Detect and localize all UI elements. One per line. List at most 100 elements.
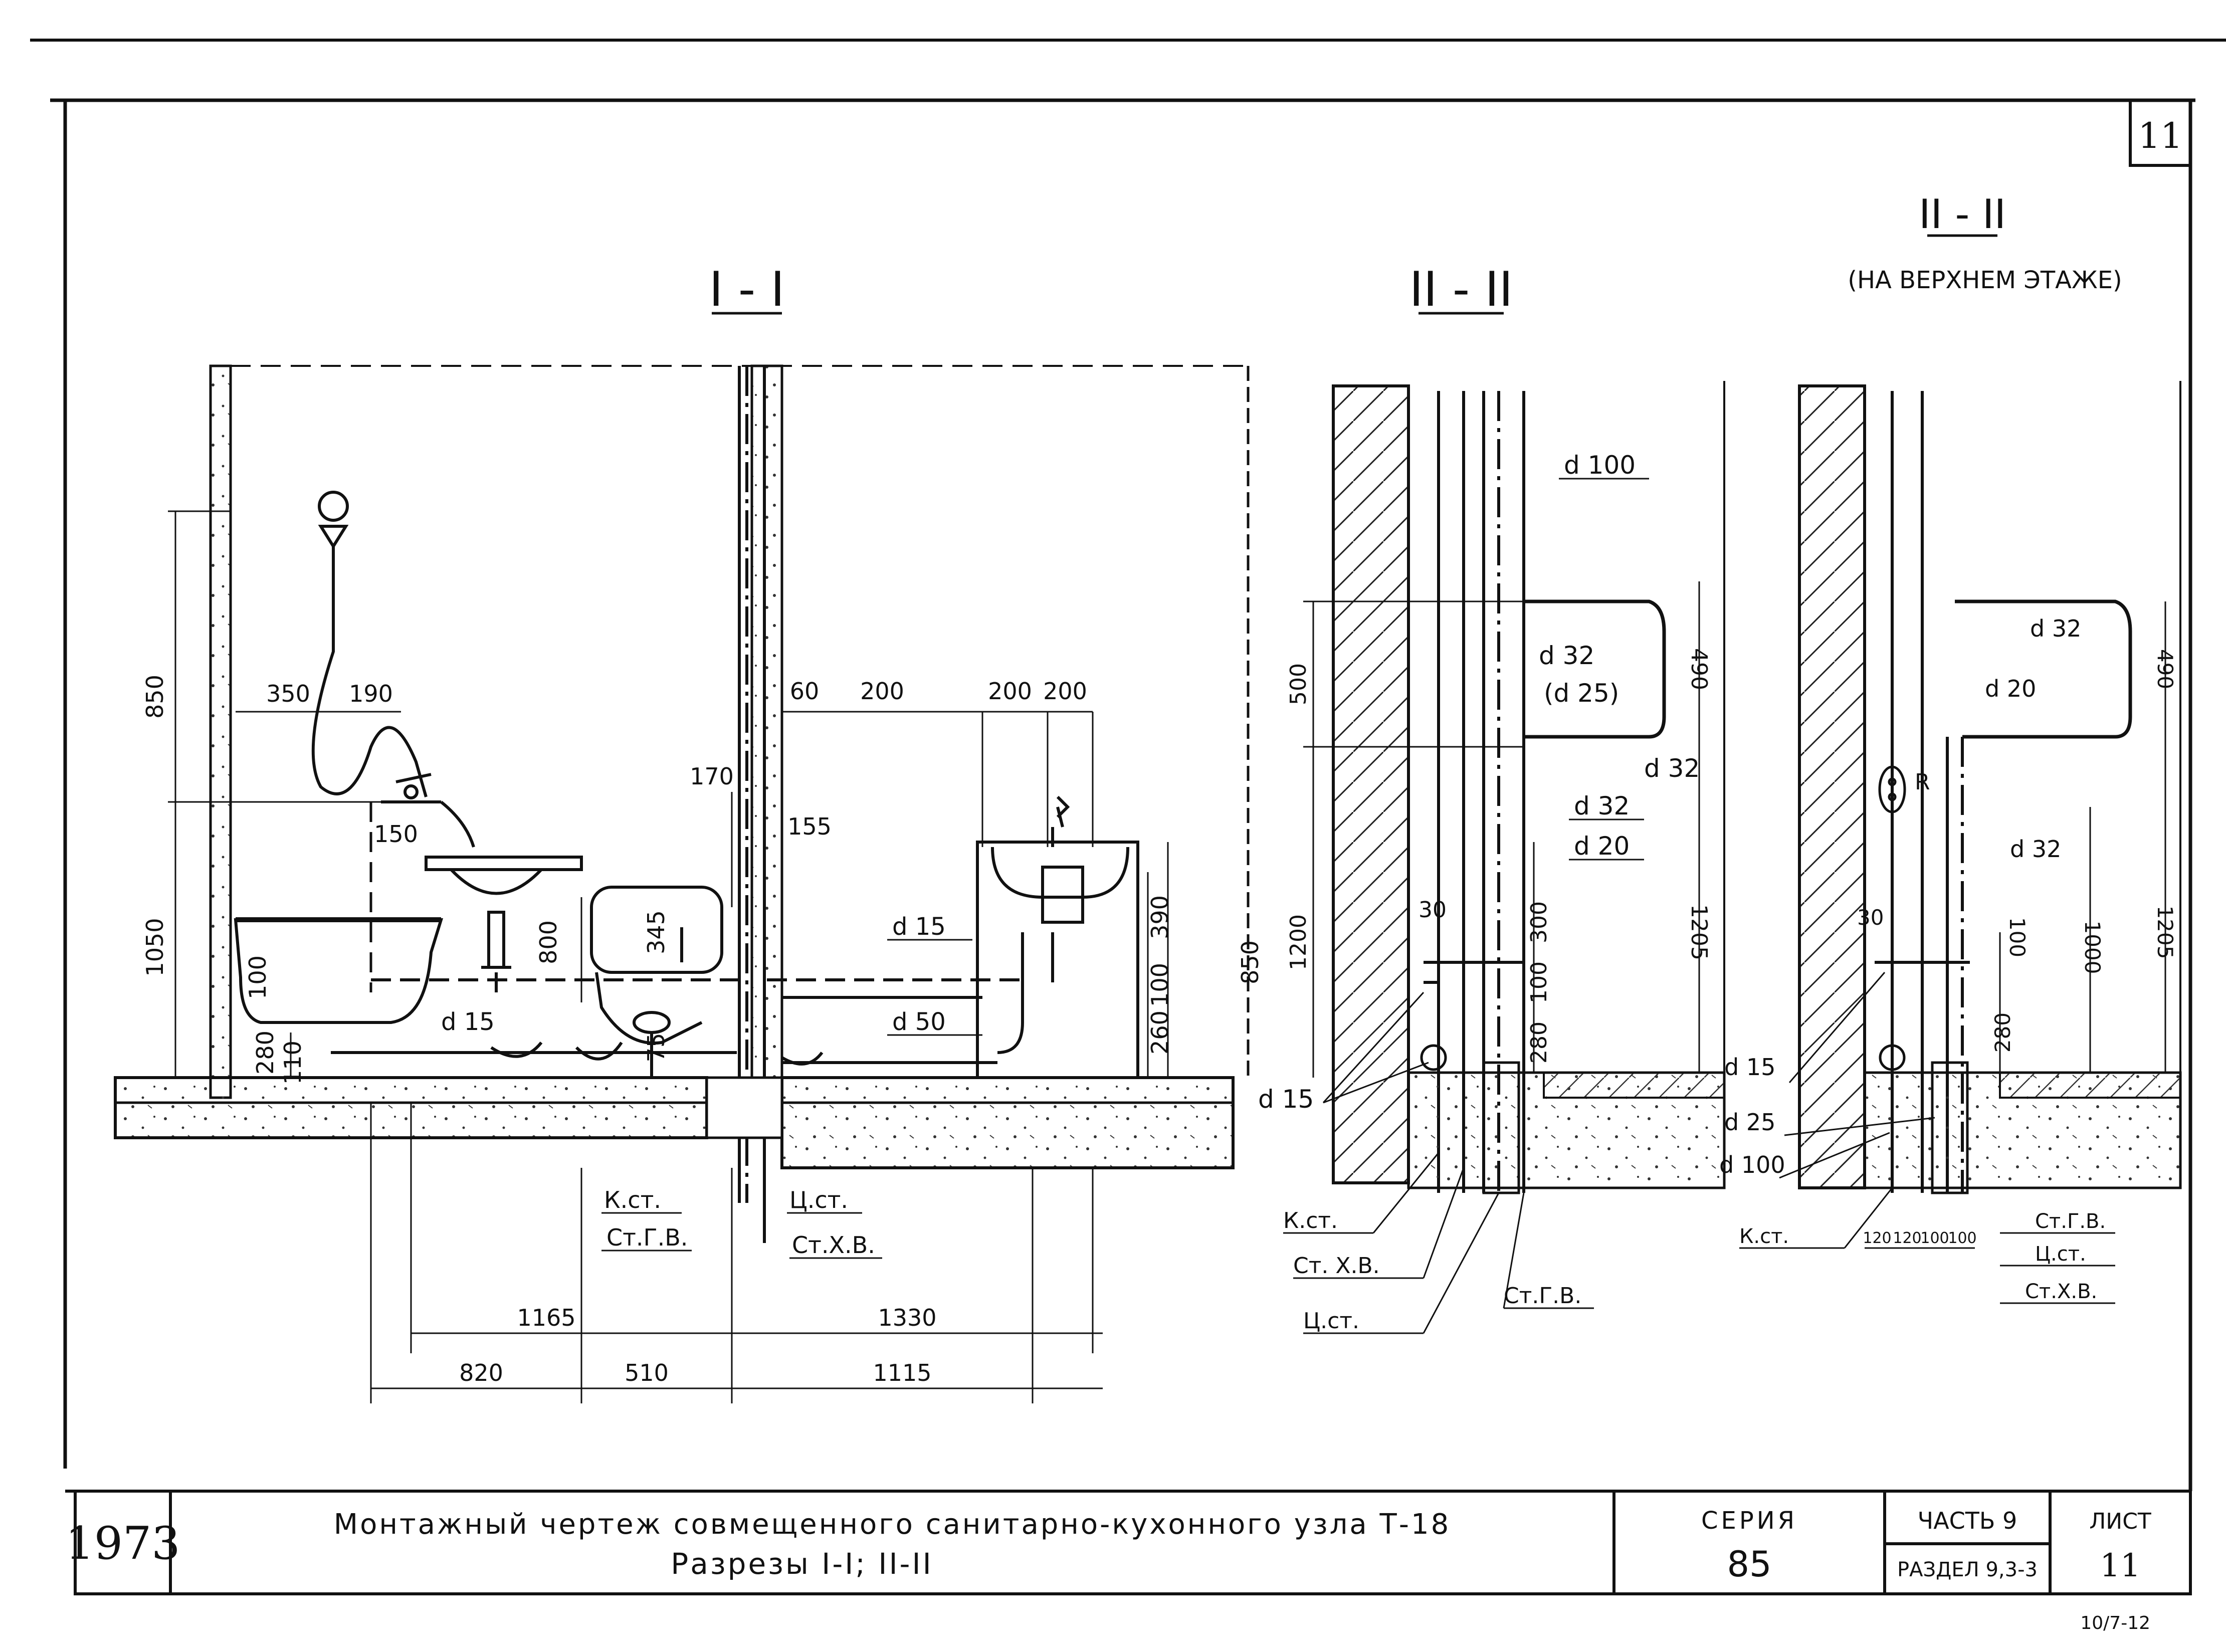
dim2-280: 280 [1526,1021,1552,1064]
riser2-st-gv: Ст.Г.В. [1504,1283,1581,1309]
series-label: СЕРИЯ [1701,1507,1797,1535]
section-2-dimensions: 500 490 1200 1205 300 100 280 30 [1286,648,1712,1064]
dim-850b: 850 [1237,940,1264,984]
section-2-riser-labels: К.ст. Ст. Х.В. Ц.ст. Ст.Г.В. [1283,1152,1594,1334]
dim3-1000: 1000 [2080,921,2105,974]
dim3-100b: 100 [1948,1229,1976,1247]
dim3-490: 490 [2153,649,2177,689]
dim-280: 280 [252,1030,279,1075]
dim-190: 190 [349,680,393,707]
pipe2-d20: d 20 [1574,832,1630,861]
dim2-30: 30 [1419,897,1447,923]
bath-faucet [381,773,475,848]
section-2: II - II 500 490 1200 1205 [1258,262,1726,1334]
series-value: 85 [1727,1544,1771,1585]
riser3-st-xv: Ст.Х.В. [2025,1280,2097,1303]
dim-lines-3 [1865,601,2166,1249]
dim-170: 170 [690,763,734,790]
pipe3-d100: d 100 [1719,1151,1785,1178]
washbasin [425,856,583,992]
left-wall [209,364,232,1099]
section-3: II - II (НА ВЕРХНЕМ ЭТАЖЕ) R [1719,191,2182,1304]
section-1: I - I [114,262,1264,1403]
dim-100b: 100 [1146,963,1173,1007]
dim-100: 100 [244,955,271,999]
riser2-c-st: Ц.ст. [1303,1308,1359,1334]
dim3-1205: 1205 [2153,906,2177,959]
risers-2 [1437,391,1525,1193]
pipe2-d32: d 32 [1539,641,1594,670]
sheet-label: ЛИСТ [2089,1509,2151,1534]
section-label: РАЗДЕЛ 9,3-3 [1897,1558,2038,1581]
dim-260: 260 [1146,1010,1173,1055]
shower-hose [311,566,428,797]
section-1-riser-labels: К.ст. Ст.Г.В. Ц.ст. Ст.Х.В. [601,1186,882,1259]
sheet-value: 11 [2100,1547,2140,1584]
dim-75: 75 [643,1033,670,1063]
dim-1330: 1330 [878,1304,936,1331]
dim2-490: 490 [1686,648,1712,690]
dim-lines-2 [1303,581,1700,1078]
pipe3-d32: d 32 [2030,615,2081,642]
floor-slab-1b [780,1076,1235,1169]
dim-1115: 1115 [873,1359,931,1386]
pipe2-d32c: d 32 [1574,791,1630,820]
pipe3-d15: d 15 [1724,1054,1775,1081]
dim-1050: 1050 [141,918,168,976]
section-1-dimensions: 850 350 190 1050 150 100 280 110 800 345… [141,675,1264,1386]
dim-150: 150 [374,820,418,848]
section-3-dimensions: 490 1205 1000 100 280 30 120 120 100 100 [1857,649,2177,1247]
riser2-k-st: К.ст. [1283,1208,1338,1233]
pipe-label-d50: d 50 [892,1008,946,1036]
dim-155: 155 [787,813,832,840]
section-3-title: II - II [1919,191,2006,238]
section-1-pipe-labels: d 15 d 15 d 50 [441,913,982,1036]
pipe3-d32b: d 32 [2010,836,2061,863]
shower-head [318,491,349,566]
dim3-100: 100 [2005,917,2030,957]
riser3-st-gv: Ст.Г.В. [2035,1210,2106,1233]
dim-1165: 1165 [517,1304,575,1331]
riser-st-xv: Ст.Х.В. [792,1231,875,1259]
water-meter [1878,765,1906,813]
section-2-title: II - II [1409,262,1513,317]
dim2-1200: 1200 [1286,914,1311,970]
dim-200a: 200 [860,678,904,705]
dim2-300: 300 [1526,901,1552,943]
riser-st-gv: Ст.Г.В. [606,1224,688,1251]
pipe3-d25: d 25 [1724,1109,1775,1136]
riser3-k-st: К.ст. [1739,1225,1789,1248]
dim-820: 820 [459,1359,503,1386]
part-label: ЧАСТЬ 9 [1918,1507,2017,1534]
dim-110: 110 [279,1041,306,1085]
pipe2-d25: (d 25) [1544,679,1619,708]
section-3-subtitle: (НА ВЕРХНЕМ ЭТАЖЕ) [1848,266,2122,294]
hatched-wall-3 [1798,384,1866,1189]
dim3-280: 280 [1990,1012,2015,1053]
pipe2-d15: d 15 [1258,1085,1314,1114]
pipe-runs-1 [331,978,1023,1066]
toilet [590,886,723,1078]
pipe-label-d15-b: d 15 [892,913,946,941]
sheet-number-top: 11 [2138,115,2182,156]
title-line-1: Монтажный чертеж совмещенного санитарно-… [334,1508,1451,1541]
bathtub [234,918,444,1024]
dim-200c: 200 [1043,678,1087,705]
title-year: 1973 [65,1517,180,1570]
pipe2-d32b: d 32 [1644,754,1700,783]
section-2-pipe-labels: d 100 d 32 (d 25) d 32 d 32 d 20 d 15 [1258,451,1700,1114]
middle-wall [750,364,783,1099]
dim-800: 800 [535,920,562,964]
dim3-120b: 120 [1893,1229,1921,1247]
dim3-120a: 120 [1863,1229,1891,1247]
pipe-label-d15-a: d 15 [441,1008,495,1036]
pipe3-d20: d 20 [1985,675,2036,702]
dim-345: 345 [643,910,670,954]
title-line-2: Разрезы I-I; II-II [671,1547,933,1581]
dim-60: 60 [790,678,820,705]
dim-510: 510 [625,1359,669,1386]
dim3-100a: 100 [1920,1229,1949,1247]
dim-lines-1 [168,510,1169,1403]
pipe2-d100: d 100 [1564,451,1636,480]
